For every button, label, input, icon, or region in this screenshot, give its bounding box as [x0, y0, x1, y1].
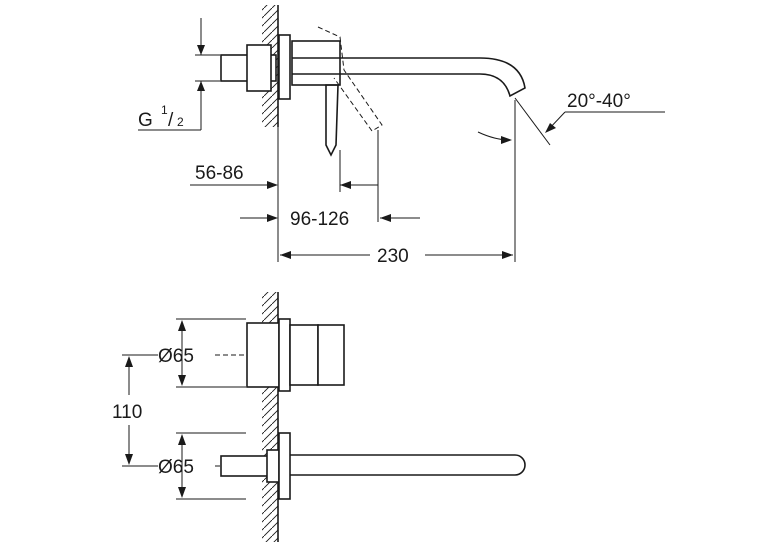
- dim-96-126-arrow-r: [380, 214, 391, 222]
- spacing-arrow-u: [125, 356, 133, 367]
- rosette-plate: [278, 34, 291, 100]
- dim-96-126-arrow-l: [267, 214, 278, 222]
- angle-leader-arrow: [545, 123, 556, 133]
- angle-line: [514, 97, 551, 146]
- dim-230-arrow-l: [280, 251, 291, 259]
- valve-cap-plan: [289, 324, 319, 386]
- thread-label: G: [138, 110, 153, 131]
- d65-bot-arrow-u: [178, 434, 186, 445]
- d65-top-arrow-u: [178, 320, 186, 331]
- spout-plan-outline: [290, 454, 526, 476]
- diameter-bottom-label: Ø65: [158, 457, 194, 478]
- vertical-spacing-label: 110: [112, 402, 142, 423]
- spout-nut-plan: [266, 449, 280, 483]
- diameter-top-label: Ø65: [158, 346, 194, 367]
- dim-56-86-arrow: [267, 181, 278, 189]
- dim-230-arrow-r: [502, 251, 513, 259]
- spray-angle-label: 20°-40°: [567, 91, 631, 112]
- d65-top-arrow-d: [178, 375, 186, 386]
- thread-sub: 2: [177, 115, 184, 129]
- spacing-arrow-d: [125, 454, 133, 465]
- lever-handle: [325, 84, 339, 157]
- d65-bot-arrow-d: [178, 487, 186, 498]
- thread-slash: /: [168, 110, 174, 131]
- handle-knob-plan: [317, 324, 345, 386]
- lever-dashed-position: [317, 26, 383, 132]
- rosette-plan: [278, 318, 291, 392]
- side-view: G 1 / 2 56-86 96-126 230 20°-40°: [138, 5, 665, 267]
- spout-rosette-plan: [278, 432, 291, 500]
- lever-depth-label: 96-126: [290, 209, 349, 230]
- connector-nut: [246, 44, 272, 92]
- valve-body: [291, 40, 341, 86]
- g-arrow-down: [197, 81, 205, 91]
- valve-body-plan: [246, 322, 280, 388]
- g-arrow-up: [197, 45, 205, 55]
- spout-outline: [292, 57, 526, 98]
- spout-length-label: 230: [377, 246, 409, 267]
- top-view: Ø65 Ø65 110: [112, 292, 526, 542]
- thread-sup: 1: [161, 103, 168, 117]
- wall-depth-label: 56-86: [195, 163, 244, 184]
- dim-56-86-arrow-r: [340, 181, 351, 189]
- angle-arrow: [501, 136, 512, 144]
